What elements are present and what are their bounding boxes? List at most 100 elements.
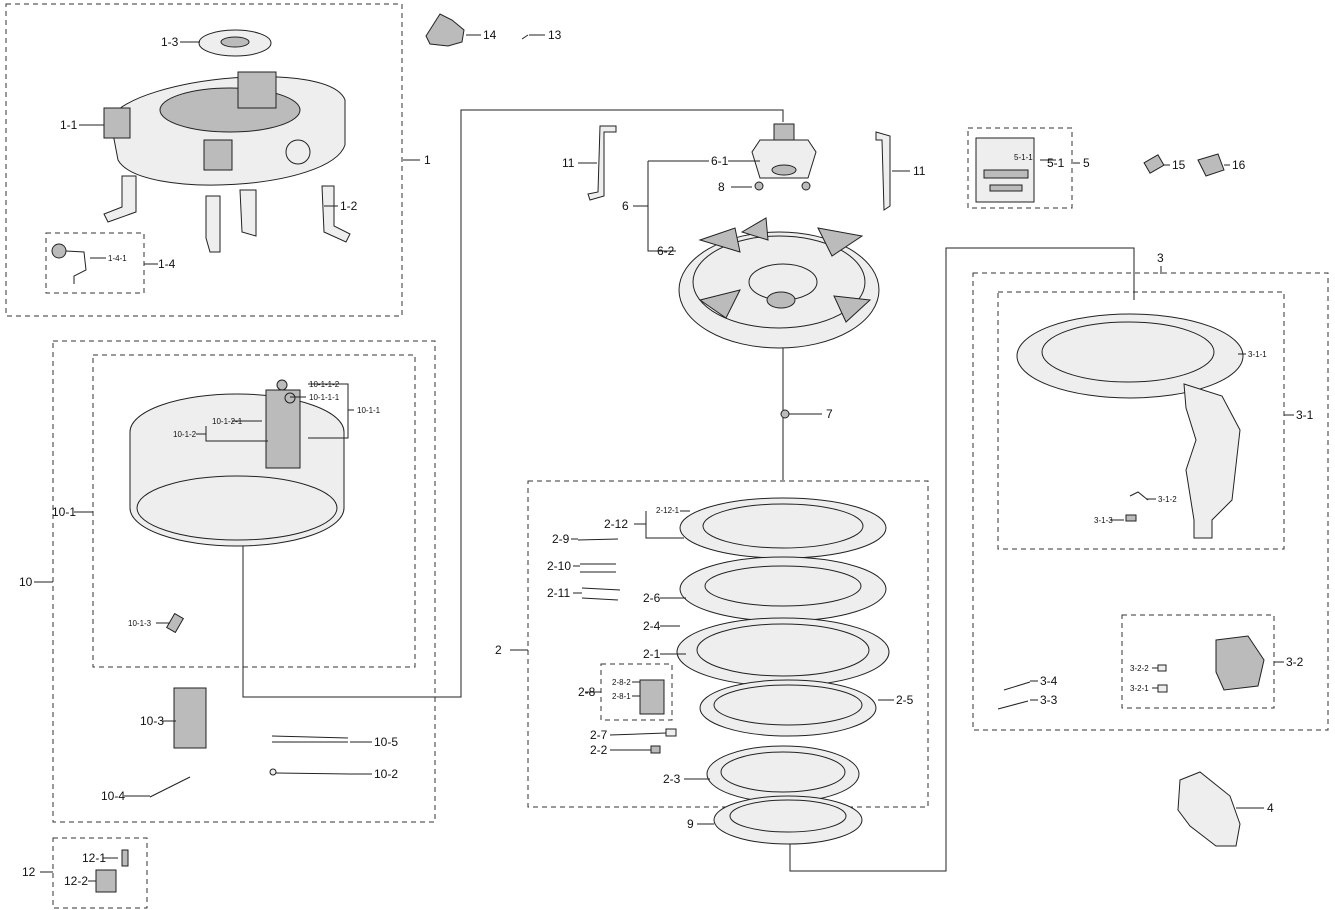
valve-part-12-2 xyxy=(95,869,117,893)
callout-10-3[interactable]: 10-3 xyxy=(140,714,164,728)
callout-10-1-3[interactable]: 10-1-3 xyxy=(128,619,152,628)
callout-2-8[interactable]: 2-8 xyxy=(578,685,596,699)
clip-part-14 xyxy=(425,13,465,47)
callout-12-2[interactable]: 12-2 xyxy=(64,874,88,888)
callout-1[interactable]: 1 xyxy=(424,153,431,167)
control-kit-part xyxy=(975,137,1035,203)
callout-2-1[interactable]: 2-1 xyxy=(643,647,661,661)
group-box-3-1 xyxy=(997,291,1285,550)
callout-3-1-1[interactable]: 3-1-1 xyxy=(1248,350,1267,359)
ring-assembly-part xyxy=(676,497,890,803)
callout-9[interactable]: 9 xyxy=(687,817,694,831)
callout-12[interactable]: 12 xyxy=(22,865,36,879)
callout-10-1-1[interactable]: 10-1-1 xyxy=(357,406,381,415)
callout-2-10[interactable]: 2-10 xyxy=(547,559,571,573)
callout-2-8-1[interactable]: 2-8-1 xyxy=(612,692,631,701)
bracket-part-10-3 xyxy=(173,687,207,749)
callout-11-left[interactable]: 11 xyxy=(562,156,575,170)
callout-8[interactable]: 8 xyxy=(718,180,725,194)
callout-1-4-1[interactable]: 1-4-1 xyxy=(108,254,127,263)
callout-11-right[interactable]: 11 xyxy=(913,164,926,178)
callout-2-7[interactable]: 2-7 xyxy=(590,728,608,742)
callout-3-3[interactable]: 3-3 xyxy=(1040,693,1058,707)
connector-lines xyxy=(242,109,1135,872)
filter-part-15 xyxy=(1143,154,1165,174)
nut-part-8 xyxy=(754,181,764,191)
callout-15[interactable]: 15 xyxy=(1172,158,1186,172)
screw-part-12-1 xyxy=(121,849,129,867)
nut-part-7 xyxy=(780,409,790,419)
motor-part xyxy=(751,123,817,179)
group-box-3 xyxy=(972,272,1329,731)
label-part-2-7 xyxy=(665,728,677,737)
callout-14[interactable]: 14 xyxy=(483,28,497,42)
callout-10-2[interactable]: 10-2 xyxy=(374,767,398,781)
callout-3-1-3[interactable]: 3-1-3 xyxy=(1094,516,1113,525)
harness-parts-2-9-2-11 xyxy=(577,538,621,601)
group-box-10-1 xyxy=(92,354,416,668)
tab-part-3-2-1 xyxy=(1157,684,1168,693)
callout-3-2-2[interactable]: 3-2-2 xyxy=(1130,664,1149,673)
callout-10-1-2-1[interactable]: 10-1-2-1 xyxy=(212,417,243,426)
callout-labels: 1 1-1 1-2 1-3 1-4 1-4-1 2 2-1 2-2 2-3 2-… xyxy=(19,28,1314,888)
callout-6-2[interactable]: 6-2 xyxy=(657,244,675,258)
brackets-part xyxy=(103,175,351,253)
callout-3[interactable]: 3 xyxy=(1157,251,1164,265)
callout-2-5[interactable]: 2-5 xyxy=(896,693,914,707)
callout-10[interactable]: 10 xyxy=(19,575,33,589)
callout-6-1[interactable]: 6-1 xyxy=(711,154,729,168)
callout-1-4[interactable]: 1-4 xyxy=(158,257,176,271)
callout-2-2[interactable]: 2-2 xyxy=(590,743,608,757)
hanger-right-part xyxy=(875,131,891,211)
callout-2-4[interactable]: 2-4 xyxy=(643,619,661,633)
hanger-left-part xyxy=(587,125,617,201)
callout-3-2[interactable]: 3-2 xyxy=(1286,655,1304,669)
callout-2[interactable]: 2 xyxy=(495,643,502,657)
callout-10-4[interactable]: 10-4 xyxy=(101,789,125,803)
callout-10-1-1-2[interactable]: 10-1-1-2 xyxy=(309,380,340,389)
callout-3-2-1[interactable]: 3-2-1 xyxy=(1130,684,1149,693)
callout-13[interactable]: 13 xyxy=(548,28,562,42)
bracket-part-2-8 xyxy=(639,679,665,715)
callout-10-1[interactable]: 10-1 xyxy=(52,505,76,519)
callout-2-6[interactable]: 2-6 xyxy=(643,591,661,605)
clip-part-3-1-2 xyxy=(1129,491,1149,501)
callout-2-11[interactable]: 2-11 xyxy=(547,586,570,600)
callout-3-1[interactable]: 3-1 xyxy=(1296,408,1314,422)
hose-part xyxy=(51,243,87,284)
callout-3-4[interactable]: 3-4 xyxy=(1040,674,1058,688)
heater-assembly-part xyxy=(265,379,301,469)
group-box-5 xyxy=(967,127,1073,209)
callout-1-1[interactable]: 1-1 xyxy=(60,118,78,132)
wire-part-10-4 xyxy=(149,776,191,798)
pin-part-3-3 xyxy=(997,700,1029,710)
callout-5-1-1[interactable]: 5-1-1 xyxy=(1014,153,1033,162)
callout-5[interactable]: 5 xyxy=(1083,156,1090,170)
callout-2-12-1[interactable]: 2-12-1 xyxy=(656,506,680,515)
callout-2-12[interactable]: 2-12 xyxy=(604,517,628,531)
callout-2-8-2[interactable]: 2-8-2 xyxy=(612,678,631,687)
group-box-1-4 xyxy=(45,232,145,294)
tab-part-3-2-2 xyxy=(1157,664,1167,672)
pcb-part-3-2 xyxy=(1215,635,1265,691)
callout-3-1-2[interactable]: 3-1-2 xyxy=(1158,495,1177,504)
callout-10-5[interactable]: 10-5 xyxy=(374,735,398,749)
group-box-1 xyxy=(5,3,403,317)
callout-10-1-2[interactable]: 10-1-2 xyxy=(173,430,197,439)
group-box-2 xyxy=(527,480,929,808)
callout-6[interactable]: 6 xyxy=(622,199,629,213)
nut-part-8b xyxy=(801,181,811,191)
base-ring-part-9 xyxy=(713,795,863,845)
callout-1-2[interactable]: 1-2 xyxy=(340,199,358,213)
callout-1-3[interactable]: 1-3 xyxy=(161,35,179,49)
callout-2-9[interactable]: 2-9 xyxy=(552,532,570,546)
group-box-12 xyxy=(52,837,148,909)
callout-2-3[interactable]: 2-3 xyxy=(663,772,681,786)
callout-5-1[interactable]: 5-1 xyxy=(1047,156,1065,170)
callout-10-1-1-1[interactable]: 10-1-1-1 xyxy=(309,393,340,402)
callout-16[interactable]: 16 xyxy=(1232,158,1246,172)
callout-7[interactable]: 7 xyxy=(826,407,833,421)
callout-12-1[interactable]: 12-1 xyxy=(82,851,106,865)
callout-4[interactable]: 4 xyxy=(1267,801,1274,815)
